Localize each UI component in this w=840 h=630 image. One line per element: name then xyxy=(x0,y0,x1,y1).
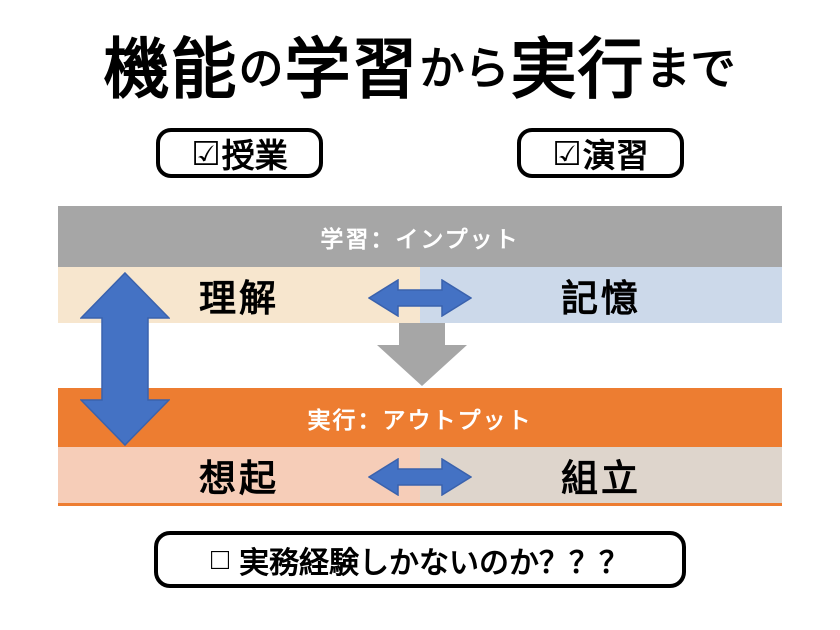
cell-memory: 記憶 xyxy=(420,267,782,323)
page-title: 機能の学習から実行まで xyxy=(0,14,840,114)
vertical-double-arrow-icon xyxy=(79,271,171,447)
output-row: 想起 組立 xyxy=(58,447,782,506)
badge-label: 演習 xyxy=(582,137,649,174)
title-segment: 学習 xyxy=(284,32,419,106)
input-row: 理解 記憶 xyxy=(58,267,782,323)
output-header-label: 実行：アウトプット xyxy=(307,406,533,433)
title-segment: 実行 xyxy=(510,32,645,106)
input-header-label: 学習：インプット xyxy=(320,225,520,252)
horizontal-double-arrow-icon xyxy=(367,457,473,497)
bottom-note-box: □ 実務経験しかないのか？？？ xyxy=(154,531,686,588)
unchecked-checkbox-icon: □ xyxy=(210,542,230,576)
cell-assembly-label: 組立 xyxy=(561,458,641,499)
input-header-band: 学習：インプット xyxy=(58,206,782,267)
down-arrow-icon xyxy=(377,323,467,387)
title-segment: 機能 xyxy=(103,32,238,106)
output-header-band: 実行：アウトプット xyxy=(58,388,782,447)
title-segment: から xyxy=(419,42,510,94)
cell-assembly: 組立 xyxy=(420,447,782,503)
cell-understanding-label: 理解 xyxy=(199,278,279,319)
checked-checkbox-icon: ☑ xyxy=(191,134,221,172)
bottom-note-label: 実務経験しかないのか？？？ xyxy=(239,546,630,580)
horizontal-double-arrow-icon xyxy=(367,278,473,318)
title-segment: まで xyxy=(645,42,736,94)
badge-exercise: ☑ 演習 xyxy=(517,128,684,178)
badge-class: ☑ 授業 xyxy=(156,128,323,178)
cell-memory-label: 記憶 xyxy=(561,278,641,319)
title-segment: の xyxy=(238,42,284,94)
cell-recall: 想起 xyxy=(58,447,420,503)
cell-recall-label: 想起 xyxy=(199,458,279,499)
checked-checkbox-icon: ☑ xyxy=(552,134,582,172)
badge-label: 授業 xyxy=(221,137,288,174)
